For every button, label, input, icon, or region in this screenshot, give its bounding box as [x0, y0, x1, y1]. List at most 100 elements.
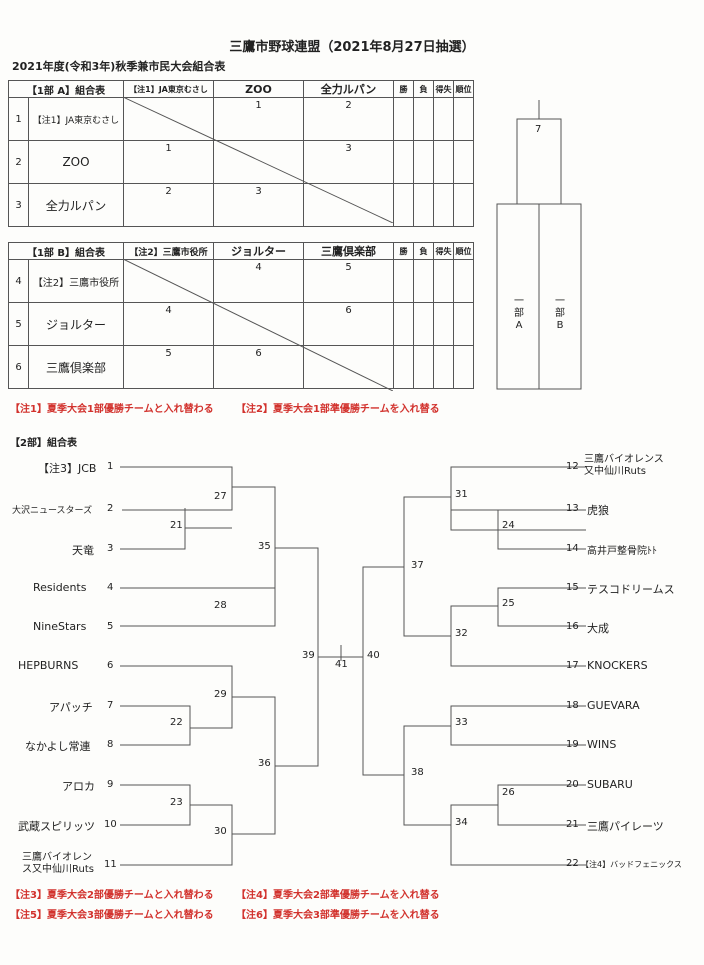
- stat-cell: [453, 140, 474, 184]
- league-b-table: 【1部 B】組合表 【注2】三鷹市役所 ジョルター 三鷹倶楽部 勝 負 得失 順…: [8, 242, 474, 389]
- team-name: KNOCKERS: [587, 659, 648, 672]
- seed-number: 12: [566, 461, 579, 472]
- team-name-two-line: 三鷹バイオレンス又中仙川Ruts: [584, 454, 664, 477]
- game-number: 36: [258, 758, 271, 769]
- note-5: 【注5】夏季大会3部優勝チームと入れ替わる: [10, 910, 214, 921]
- game-cell: 2: [303, 97, 394, 141]
- game-cell: 6: [303, 302, 394, 346]
- final-game-number: 7: [535, 124, 542, 135]
- seed-number: 9: [107, 779, 114, 790]
- game-number: 33: [455, 717, 468, 728]
- league-a-col-header: ZOO: [213, 80, 304, 98]
- game-number: 37: [411, 560, 424, 571]
- seed-number: 15: [566, 582, 579, 593]
- seed-number: 18: [566, 700, 579, 711]
- seed-number: 4: [107, 582, 114, 593]
- team-name: 【注4】バッドフェニックス: [581, 860, 682, 869]
- stat-cell: [413, 183, 434, 227]
- stat-header-diff: 得失: [433, 80, 454, 98]
- game-cell: 5: [123, 345, 214, 389]
- note-3: 【注3】夏季大会2部優勝チームと入れ替わる: [10, 890, 214, 901]
- game-number: 41: [335, 659, 348, 670]
- game-cell: [123, 259, 214, 303]
- seed-number: 11: [104, 859, 117, 870]
- stat-cell: [393, 259, 414, 303]
- league-a-col-header: 【注1】JA東京むさし: [123, 80, 214, 98]
- team-name: 全力ルパン: [28, 183, 124, 227]
- seed-number: 1: [107, 461, 114, 472]
- game-number: 34: [455, 817, 468, 828]
- team-name: テスコドリームス: [587, 583, 675, 596]
- league-a-table: 【1部 A】組合表 【注1】JA東京むさし ZOO 全力ルパン 勝 負 得失 順…: [8, 80, 474, 227]
- team-name: ジョルター: [28, 302, 124, 346]
- stat-cell: [433, 140, 454, 184]
- game-cell: 3: [303, 140, 394, 184]
- bracket-line: [120, 466, 233, 511]
- page-subtitle: 2021年度(令和3年)秋季兼市民大会組合表: [12, 60, 226, 73]
- stat-cell: [453, 183, 474, 227]
- seed-number: 5: [107, 621, 114, 632]
- seed-number: 21: [566, 819, 579, 830]
- stat-cell: [433, 302, 454, 346]
- team-name-two-line: 三鷹バイオレンス又中仙川Ruts: [22, 852, 94, 875]
- stat-cell: [453, 259, 474, 303]
- seed-number: 17: [566, 660, 579, 671]
- note-6: 【注6】夏季大会3部準優勝チームを入れ替る: [236, 910, 440, 921]
- stat-header-losses: 負: [413, 242, 434, 260]
- team-name: SUBARU: [587, 778, 633, 791]
- row-number: 6: [8, 345, 29, 389]
- game-cell: [303, 183, 394, 227]
- game-cell: 4: [123, 302, 214, 346]
- team-name: Residents: [33, 581, 87, 594]
- league-b-col-header: 【注2】三鷹市役所: [123, 242, 214, 260]
- team-name: アロカ: [62, 780, 95, 793]
- game-cell: 2: [123, 183, 214, 227]
- game-cell: [123, 97, 214, 141]
- league-a-label: 【1部 A】組合表: [8, 80, 124, 98]
- game-number: 25: [502, 598, 515, 609]
- row-number: 2: [8, 140, 29, 184]
- stat-cell: [433, 183, 454, 227]
- stat-header-rank: 順位: [453, 242, 474, 260]
- stat-cell: [393, 183, 414, 227]
- game-cell: [303, 345, 394, 389]
- team-name: WINS: [587, 738, 617, 751]
- note-4: 【注4】夏季大会2部準優勝チームを入れ替る: [236, 890, 440, 901]
- seed-number: 13: [566, 503, 579, 514]
- team-name: 三鷹倶楽部: [28, 345, 124, 389]
- final-box-lines: [496, 100, 582, 390]
- team-name: 高井戸整骨院ﾄﾄ: [587, 546, 657, 557]
- game-number: 32: [455, 628, 468, 639]
- row-number: 4: [8, 259, 29, 303]
- stat-cell: [453, 345, 474, 389]
- game-number: 22: [170, 717, 183, 728]
- stat-cell: [413, 259, 434, 303]
- note-1: 【注1】夏季大会1部優勝チームと入れ替わる: [10, 404, 214, 415]
- game-number: 24: [502, 520, 515, 531]
- seed-number: 10: [104, 819, 117, 830]
- stat-cell: [393, 97, 414, 141]
- team-name: アパッチ: [49, 701, 93, 714]
- stat-header-wins: 勝: [393, 80, 414, 98]
- stat-cell: [393, 302, 414, 346]
- team-name: 【注2】三鷹市役所: [28, 259, 124, 303]
- seed-number: 8: [107, 739, 114, 750]
- game-cell: 1: [123, 140, 214, 184]
- game-cell: 1: [213, 97, 304, 141]
- stat-cell: [393, 140, 414, 184]
- game-number: 40: [367, 650, 380, 661]
- seed-number: 19: [566, 739, 579, 750]
- team-name: ZOO: [28, 140, 124, 184]
- row-number: 3: [8, 183, 29, 227]
- stat-cell: [413, 302, 434, 346]
- team-name: GUEVARA: [587, 699, 640, 712]
- stat-cell: [433, 345, 454, 389]
- row-number: 5: [8, 302, 29, 346]
- game-number: 39: [302, 650, 315, 661]
- team-name: NineStars: [33, 620, 87, 633]
- game-number: 23: [170, 797, 183, 808]
- game-number: 28: [214, 600, 227, 611]
- game-number: 35: [258, 541, 271, 552]
- game-cell: 6: [213, 345, 304, 389]
